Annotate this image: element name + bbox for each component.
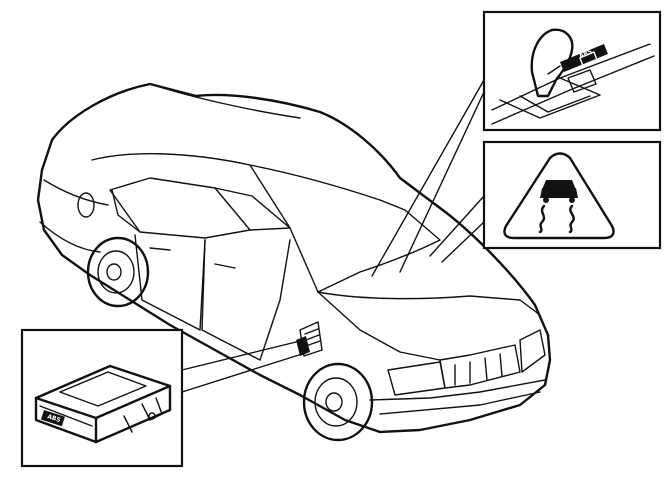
abs-warning-lamp: ABS [560,44,608,72]
inset-gear-selector: ABS [482,10,662,132]
leader-lines [181,79,485,393]
sedan-car-illustration [36,82,552,442]
inset-control-module: ABS [20,328,184,468]
inset-warning-symbol [482,140,662,250]
abs-lamp-label: ABS [578,48,593,60]
skid-warning-triangle-icon [503,152,615,240]
abs-control-module: ABS [34,364,172,444]
module-location-marker [296,336,310,356]
rear-wheel [86,236,150,308]
module-abs-label: ABS [46,413,61,424]
front-wheel [302,362,374,442]
